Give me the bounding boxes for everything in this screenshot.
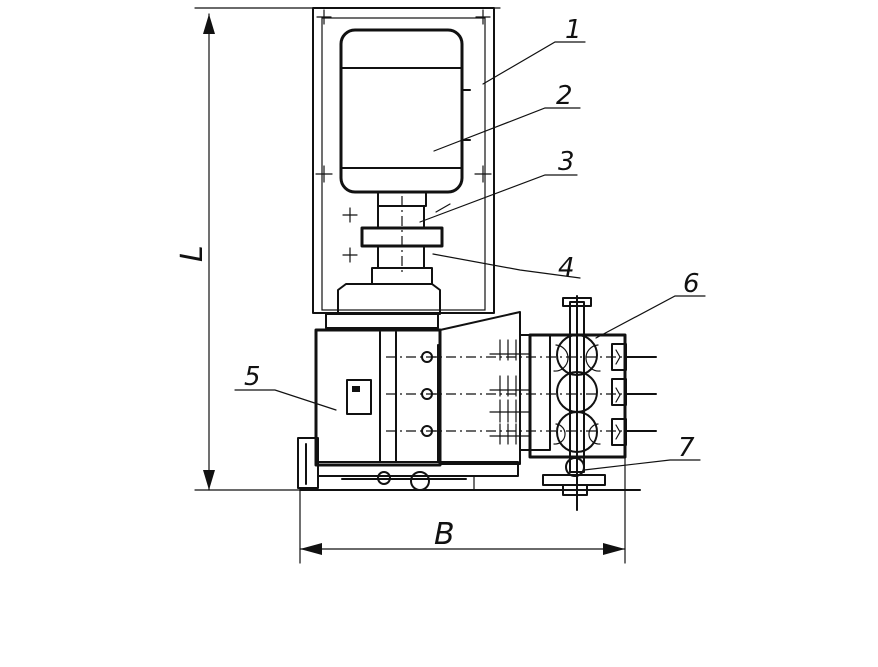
callout-1: 1 — [565, 15, 582, 45]
coupling — [343, 196, 450, 276]
valve-block — [530, 296, 656, 510]
callout-5: 5 — [244, 362, 261, 392]
crank-case — [298, 330, 640, 490]
electric-motor — [341, 30, 470, 206]
reducer-lantern — [326, 268, 440, 328]
callout-6: 6 — [683, 269, 700, 299]
dimension-height-label: L — [175, 245, 210, 262]
callout-3: 3 — [558, 147, 575, 177]
dimension-height — [195, 14, 305, 490]
frame-stand — [195, 8, 500, 313]
callout-4: 4 — [558, 253, 575, 283]
dimension-width-label: B — [434, 517, 455, 552]
callout-2: 2 — [556, 81, 573, 111]
leader-lines — [235, 42, 705, 470]
callout-7: 7 — [678, 433, 695, 463]
